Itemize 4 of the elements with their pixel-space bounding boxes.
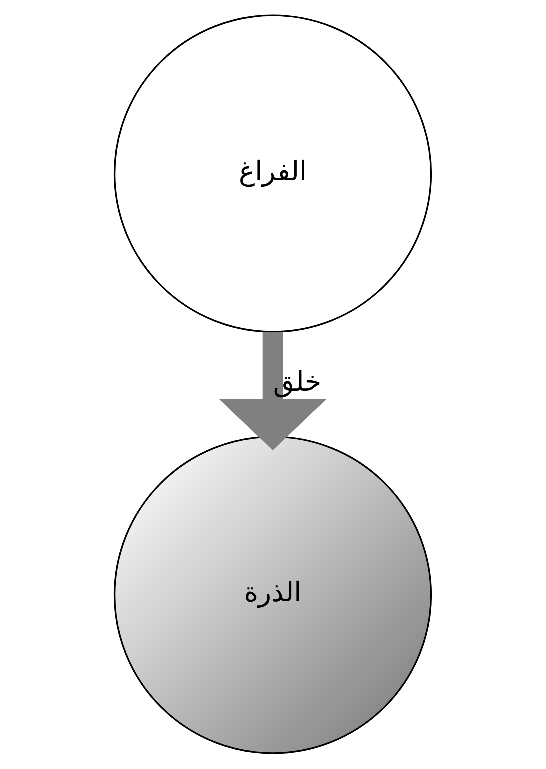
arrow <box>219 332 327 451</box>
edge-label: خلق <box>273 366 322 398</box>
node-circle: الفراغ <box>114 14 432 333</box>
node-circle: الذرة <box>114 436 432 754</box>
